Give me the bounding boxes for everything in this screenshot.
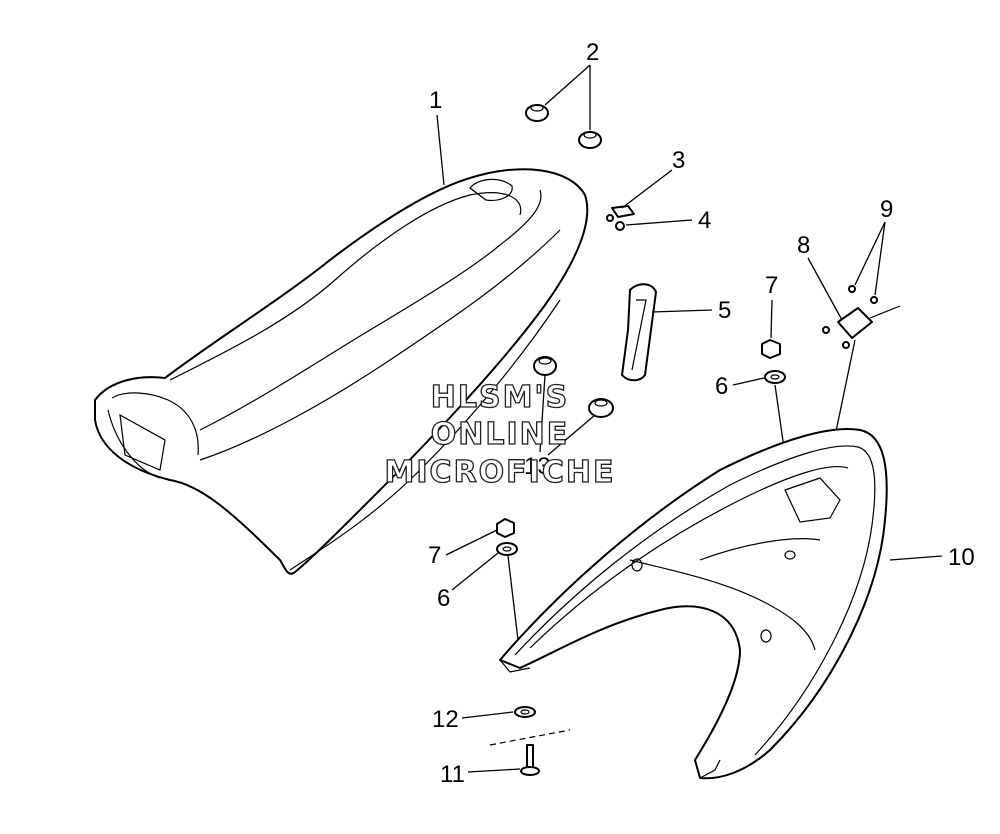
washer-part-6-lower[interactable]: [496, 542, 518, 556]
callout-7-lower: 7: [428, 529, 498, 569]
callout-11: 11: [440, 761, 521, 788]
svg-text:5: 5: [718, 297, 731, 324]
screws-part-9[interactable]: [848, 285, 878, 304]
callout-10: 10: [889, 544, 975, 571]
washer-part-6-upper[interactable]: [764, 370, 786, 384]
watermark-line-1: HLSM'S: [431, 380, 569, 415]
seat-part-1[interactable]: [94, 168, 589, 575]
nut-part-7-upper[interactable]: [761, 339, 781, 359]
watermark-line-2: ONLINE: [431, 417, 570, 452]
callout-4: 4: [625, 207, 711, 234]
screw-part-4[interactable]: [606, 214, 625, 231]
callout-6-upper: 6: [715, 373, 765, 400]
svg-text:12: 12: [432, 706, 459, 733]
watermark: HLSM'S ONLINE MICROFICHE: [384, 379, 616, 490]
watermark-line-3: MICROFICHE: [385, 455, 616, 490]
svg-text:9: 9: [880, 196, 893, 223]
nut-part-7-lower[interactable]: [496, 518, 515, 538]
callout-3: 3: [621, 147, 685, 209]
callout-2: 2: [544, 39, 599, 130]
callout-6-lower: 6: [437, 552, 499, 612]
svg-text:7: 7: [765, 272, 778, 299]
callout-5: 5: [651, 297, 731, 324]
bolt-part-11[interactable]: [520, 744, 540, 776]
svg-text:6: 6: [715, 373, 728, 400]
svg-text:7: 7: [428, 542, 441, 569]
assembly-line-bolt: [489, 729, 571, 746]
svg-text:3: 3: [672, 147, 685, 174]
svg-text:8: 8: [797, 232, 810, 259]
callout-1: 1: [429, 87, 445, 186]
svg-text:1: 1: [429, 87, 442, 114]
strap-part-5[interactable]: [621, 283, 657, 382]
clip-part-3[interactable]: [611, 205, 635, 218]
callout-12: 12: [432, 706, 514, 733]
bumper-part-2[interactable]: [525, 104, 602, 149]
callout-8: 8: [797, 232, 843, 321]
svg-text:2: 2: [586, 39, 599, 66]
assembly-line-lower: [507, 555, 519, 641]
latch-part-8[interactable]: [822, 305, 901, 349]
svg-text:11: 11: [440, 761, 465, 788]
callout-9: 9: [854, 196, 893, 296]
svg-text:13: 13: [524, 453, 551, 480]
svg-text:10: 10: [948, 544, 975, 571]
tail-cowl-part-10[interactable]: [499, 428, 888, 780]
svg-text:4: 4: [698, 207, 711, 234]
svg-text:6: 6: [437, 585, 450, 612]
washer-part-12[interactable]: [514, 706, 536, 718]
bumper-part-13[interactable]: [533, 356, 614, 418]
callout-7-upper: 7: [765, 272, 778, 339]
callout-13: 13: [524, 374, 596, 480]
